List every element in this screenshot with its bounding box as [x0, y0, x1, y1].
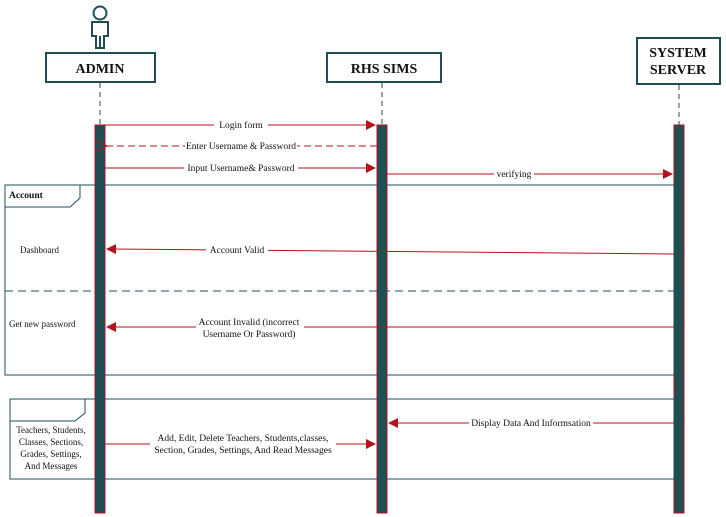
get-new-password-label: Get new password: [9, 319, 76, 329]
ops-note-line-1: Teachers, Students,: [16, 425, 86, 435]
participant-system-label-1: SYSTEM: [649, 46, 707, 61]
message-labels: Login form Enter Username & Password Inp…: [150, 119, 593, 456]
operations-frame: Teachers, Students, Classes, Sections, G…: [9, 398, 675, 480]
dashboard-label: Dashboard: [20, 245, 59, 255]
ops-note-line-2: Classes, Sections,: [19, 437, 83, 447]
label-account-valid: Account Valid: [210, 246, 265, 256]
label-manage-records-1: Add, Edit, Delete Teachers, Students,cla…: [158, 434, 329, 444]
label-manage-records-2: Section, Grades, Settings, And Read Mess…: [154, 446, 332, 456]
label-input-credentials: Input Username& Password: [187, 164, 294, 174]
activation-rhs-sims: [376, 124, 388, 514]
label-display-data: Display Data And Informsation: [471, 418, 591, 429]
participant-rhs-sims-label: RHS SIMS: [351, 62, 418, 77]
participant-rhs-sims: RHS SIMS: [326, 52, 442, 83]
label-enter-credentials: Enter Username & Password: [186, 142, 296, 152]
label-verifying: verifying: [497, 169, 532, 180]
participant-system-label-2: SERVER: [650, 63, 707, 78]
ops-note-line-3: Grades, Settings,: [20, 449, 81, 459]
label-account-invalid-2: Username Or Password): [203, 329, 296, 340]
participant-admin: ADMIN: [45, 52, 156, 83]
message-account-valid: [106, 244, 675, 255]
account-frame-title: Account: [9, 191, 44, 201]
account-frame: Account Dashboard Get new password: [4, 184, 675, 376]
participant-system-server: SYSTEM SERVER: [636, 37, 721, 85]
label-login-form: Login form: [219, 120, 263, 131]
activation-admin: [94, 124, 106, 514]
actor-icon: [91, 5, 109, 49]
ops-note-line-4: And Messages: [25, 461, 78, 471]
participant-admin-label: ADMIN: [76, 62, 125, 77]
activation-system-server: [673, 124, 685, 514]
label-account-invalid-1: Account Invalid (incorrect: [199, 317, 300, 328]
